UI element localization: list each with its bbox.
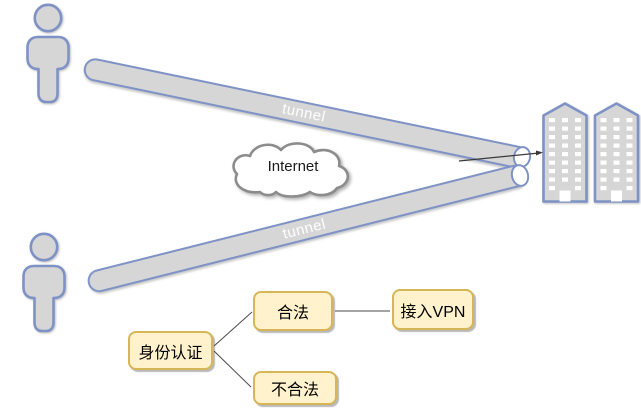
tag-access-vpn-label: 接入VPN	[400, 303, 466, 321]
tag-identity-authentication: 身份认证	[128, 331, 213, 370]
auth-to-valid-connector	[213, 311, 253, 347]
tag-invalid: 不合法	[253, 371, 337, 405]
building-right-icon	[593, 102, 640, 203]
tag-valid: 合法	[253, 291, 333, 331]
tag-invalid-label: 不合法	[270, 382, 319, 399]
auth-to-invalid-connector	[213, 350, 252, 388]
internet-cloud-icon	[232, 142, 350, 198]
tag-identity-authentication-label: 身份认证	[138, 344, 203, 362]
tag-valid-label: 合法	[276, 305, 309, 322]
tunnel-top-label: tunnel	[280, 100, 328, 126]
user-top-icon	[26, 3, 70, 104]
user-bottom-icon	[22, 232, 66, 333]
tunnel-bottom-label: tunnel	[280, 215, 328, 243]
building-left-icon	[542, 102, 588, 203]
tag-access-vpn: 接入VPN	[392, 289, 474, 330]
internet-label: Internet	[267, 158, 319, 175]
